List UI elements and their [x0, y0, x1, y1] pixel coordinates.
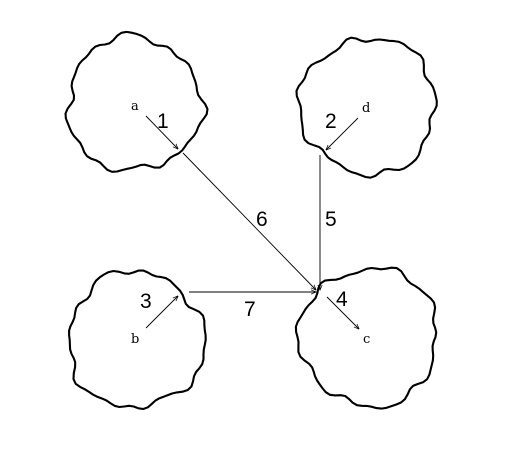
region-3-label: 3	[140, 290, 152, 313]
edge-6	[182, 152, 316, 290]
region-2-boundary	[295, 36, 438, 179]
region-3-boundary	[68, 269, 207, 411]
point-a-label: a	[131, 99, 139, 114]
edge-5-label: 5	[325, 208, 337, 231]
region-4-label: 4	[336, 288, 348, 311]
point-c-label: c	[363, 332, 370, 347]
region-4-boundary	[294, 266, 438, 410]
region-2-label: 2	[325, 110, 337, 133]
arrow-a-to-region-1-exit	[145, 115, 178, 149]
point-b-label: b	[131, 332, 139, 347]
edge-6-label: 6	[256, 208, 268, 231]
region-1-boundary	[64, 30, 209, 173]
arrow-b-to-region-3-exit	[145, 296, 178, 329]
arrow-d-to-region-2-exit	[326, 117, 359, 150]
edge-7-label: 7	[244, 298, 256, 321]
arrow-region-4-to-c	[326, 296, 359, 329]
region-1-label: 1	[157, 110, 169, 133]
point-d-label: d	[362, 101, 370, 116]
